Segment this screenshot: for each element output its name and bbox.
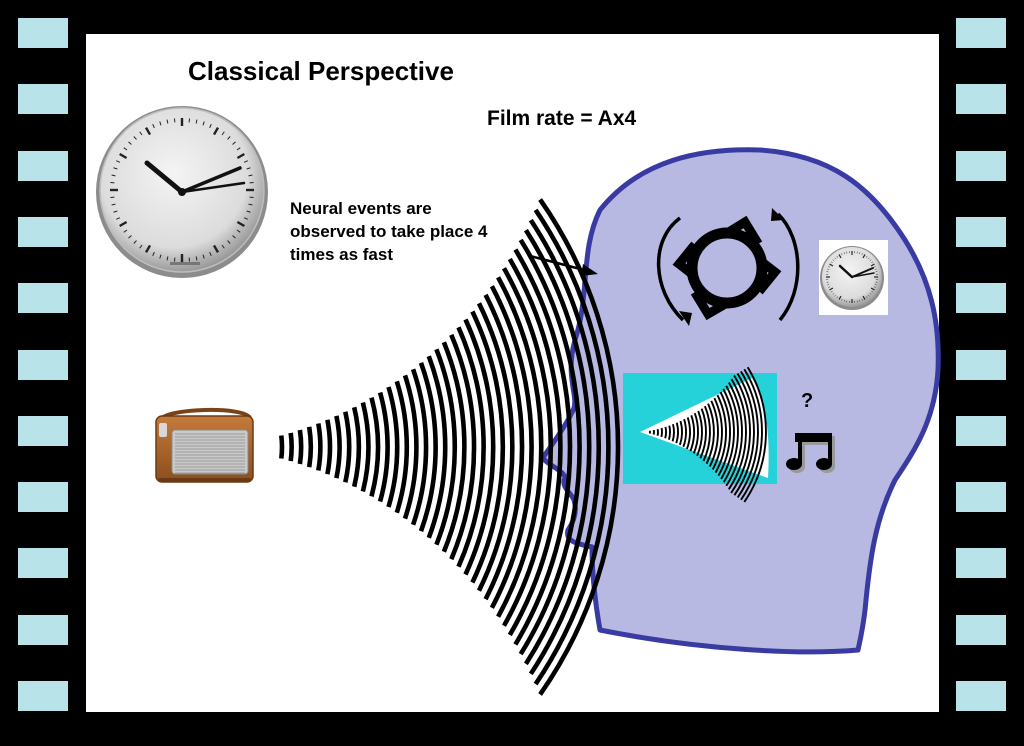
wall-clock-icon	[96, 106, 268, 278]
cycle-arrows-icon	[656, 208, 800, 326]
sprocket-hole-right	[956, 150, 1006, 181]
sprocket-hole-right	[956, 614, 1006, 645]
question-mark: ?	[801, 390, 814, 412]
sprocket-hole-left	[18, 482, 68, 513]
radio-icon	[155, 407, 254, 483]
sprocket-hole-left	[18, 349, 68, 380]
sprocket-hole-right	[956, 349, 1006, 380]
sprocket-hole-right	[956, 84, 1006, 115]
annotation-text: Neural events are observed to take place…	[290, 199, 488, 264]
sprocket-hole-left	[18, 283, 68, 314]
sprocket-hole-left	[18, 18, 68, 48]
sprocket-hole-left	[18, 150, 68, 181]
sprocket-hole-left	[18, 681, 68, 711]
sprocket-hole-left	[18, 216, 68, 247]
sprocket-hole-left	[18, 614, 68, 645]
sprocket-hole-left	[18, 415, 68, 446]
compressed-wave-inset	[623, 366, 777, 503]
sprocket-hole-right	[956, 415, 1006, 446]
small-clock-icon	[819, 240, 888, 315]
sound-wave-icon	[279, 198, 621, 696]
sprocket-hole-left	[18, 548, 68, 579]
film-rate-label: Film rate = Ax4	[487, 107, 637, 130]
annotation-arrow	[529, 254, 598, 276]
sprocket-hole-right	[956, 681, 1006, 711]
music-note-icon	[786, 433, 835, 473]
sprocket-hole-right	[956, 482, 1006, 513]
slide-title: Classical Perspective	[188, 56, 454, 86]
sprocket-hole-right	[956, 283, 1006, 314]
sprocket-hole-left	[18, 84, 68, 115]
sprocket-hole-right	[956, 548, 1006, 579]
sprocket-hole-right	[956, 216, 1006, 247]
sprocket-hole-right	[956, 18, 1006, 48]
